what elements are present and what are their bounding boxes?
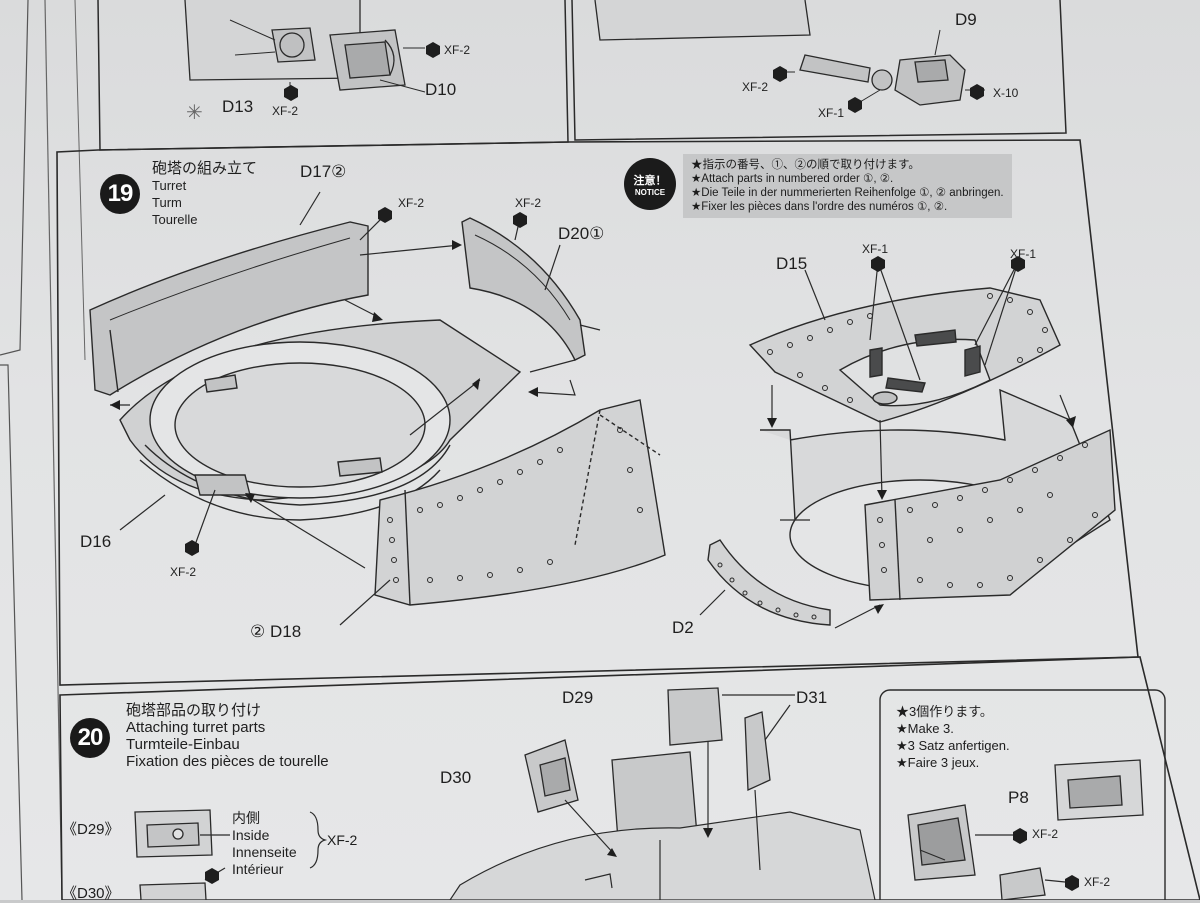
notice-line: ★Die Teile in der nummerierten Reihenfol… [691,187,1004,199]
part-d31b [744,711,771,791]
step19-title-fr: Tourelle [152,212,198,227]
label-xf2-top-a: XF-2 [444,43,471,57]
label-xf1-19a: XF-1 [862,242,889,256]
part-d17 [89,221,369,396]
label-d13: D13 [222,97,254,116]
label-xf2-19b: XF-2 [515,196,542,210]
label-xf2-top-b: XF-2 [272,104,299,118]
part-d20 [461,217,586,361]
label-d30: D30 [440,768,472,787]
inside-fr: Intérieur [232,861,284,877]
step20-title: 砲塔部品の取り付け Attaching turret parts Turmtei… [126,702,329,770]
notice-line: ★Attach parts in numbered order ①, ②. [691,173,894,185]
inside-note: 内側 Inside Innenseite Intérieur [232,810,297,878]
label-d2: D2 [672,618,694,637]
make3-line: ★Faire 3 jeux. [896,755,980,770]
notice-line: ★指示の番号、①、②の順で取り付けます。 [691,159,920,171]
label-xf2-19c: XF-2 [170,565,197,579]
label-xf2-19a: XF-2 [398,196,425,210]
label-xf1-top: XF-1 [818,106,845,120]
step19-number: 19 [100,174,140,214]
label-d29-inside: 《D29》 [62,821,120,838]
glue-mark-icon: ✳ [186,102,203,124]
step20-title-de: Turmteile-Einbau [126,736,240,753]
notice-text-box: ★指示の番号、①、②の順で取り付けます。 ★Attach parts in nu… [683,154,1012,218]
notice-badge: 注意！ NOTICE [624,158,676,210]
label-d15: D15 [776,254,808,273]
d18-rivets [387,427,643,583]
step20-title-fr: Fixation des pièces de tourelle [126,753,329,770]
label-d16: D16 [80,532,112,551]
label-d10: D10 [425,80,457,99]
make3-line: ★3個作ります。 [896,704,993,719]
label-xf1-19b: XF-1 [1010,247,1037,261]
inside-de: Innenseite [232,844,297,860]
make3-line: ★3 Satz anfertigen. [896,738,1010,753]
part-d2 [707,539,831,626]
hull-rivets [877,442,1098,588]
notice-badge-jp: 注意！ [633,174,667,187]
step19-title-jp: 砲塔の組み立て [152,160,258,177]
label-xf2-20b: XF-2 [1084,875,1111,889]
d15-rivets [767,293,1048,403]
label-x10-top: X-10 [993,86,1019,100]
part-d18 [374,399,666,606]
inside-paint: XF-2 [327,832,358,848]
label-d30-inside: 《D30》 [62,885,120,902]
step20-title-jp: 砲塔部品の取り付け [126,702,262,719]
right-lower-hull [760,388,1116,601]
notice-line: ★Fixer les pièces dans l'ordre des numér… [691,201,948,213]
make3-note: ★3個作ります。 ★Make 3. ★3 Satz anfertigen. ★F… [896,703,1010,771]
label-xf2-top-c: XF-2 [742,80,769,94]
label-d20: D20① [558,224,605,243]
part-d31a [667,687,723,746]
inside-en: Inside [232,827,270,843]
label-p8: P8 [1008,788,1029,807]
make3-line: ★Make 3. [896,721,954,736]
step20-panel [59,656,1200,900]
step19-title: 砲塔の組み立て Turret Turm Tourelle [152,160,257,228]
part-d16 [119,319,522,521]
top-right-panel [571,0,1067,141]
label-xf2-20a: XF-2 [1032,827,1059,841]
label-d29: D29 [562,688,594,707]
notice-badge-en: NOTICE [634,187,666,197]
inside-jp: 内側 [232,810,260,826]
label-d18: ② D18 [250,622,302,641]
make3-box [879,689,1166,900]
step19-title-de: Turm [152,195,182,210]
label-d9: D9 [955,10,977,29]
step20-title-en: Attaching turret parts [126,719,266,736]
label-d31: D31 [796,688,828,707]
step20-number: 20 [70,718,110,758]
step19-title-en: Turret [152,178,187,193]
label-d17: D17② [300,162,347,181]
d2-rivets [717,562,817,620]
